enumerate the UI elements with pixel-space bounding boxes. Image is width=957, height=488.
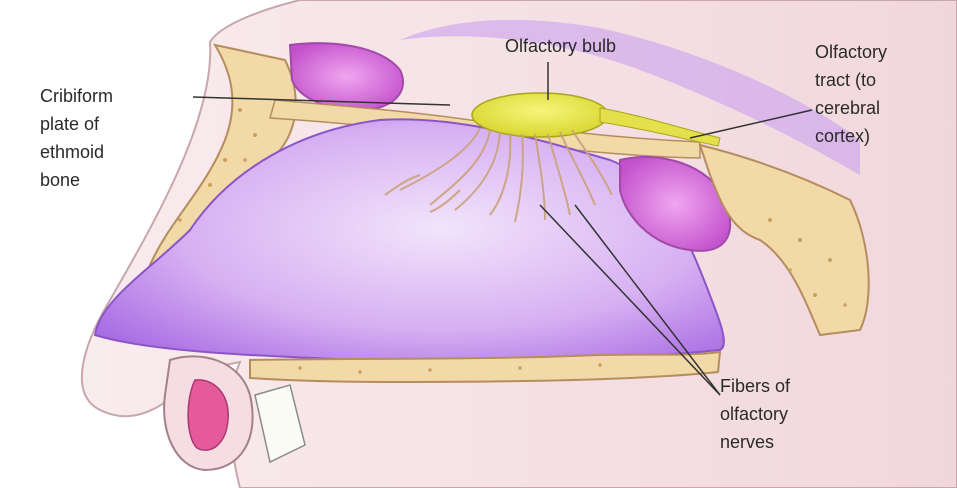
label-olfactory-bulb: Olfactory bulb bbox=[505, 36, 616, 56]
label-cribriform-line4: bone bbox=[40, 170, 80, 190]
label-tract-line1: Olfactory bbox=[815, 42, 887, 62]
label-tract-line3: cerebral bbox=[815, 98, 880, 118]
label-cribriform-line1: Cribiform bbox=[40, 86, 113, 106]
label-cribriform: Cribiform plate of ethmoid bone bbox=[40, 86, 118, 190]
label-cribriform-line2: plate of bbox=[40, 114, 100, 134]
label-tract-line2: tract (to bbox=[815, 70, 876, 90]
label-tract-line4: cortex) bbox=[815, 126, 870, 146]
label-cribriform-line3: ethmoid bbox=[40, 142, 104, 162]
label-fibers-line1: Fibers of bbox=[720, 376, 791, 396]
label-fibers-line3: nerves bbox=[720, 432, 774, 452]
label-fibers-line2: olfactory bbox=[720, 404, 788, 424]
olfactory-bulb bbox=[472, 93, 608, 137]
